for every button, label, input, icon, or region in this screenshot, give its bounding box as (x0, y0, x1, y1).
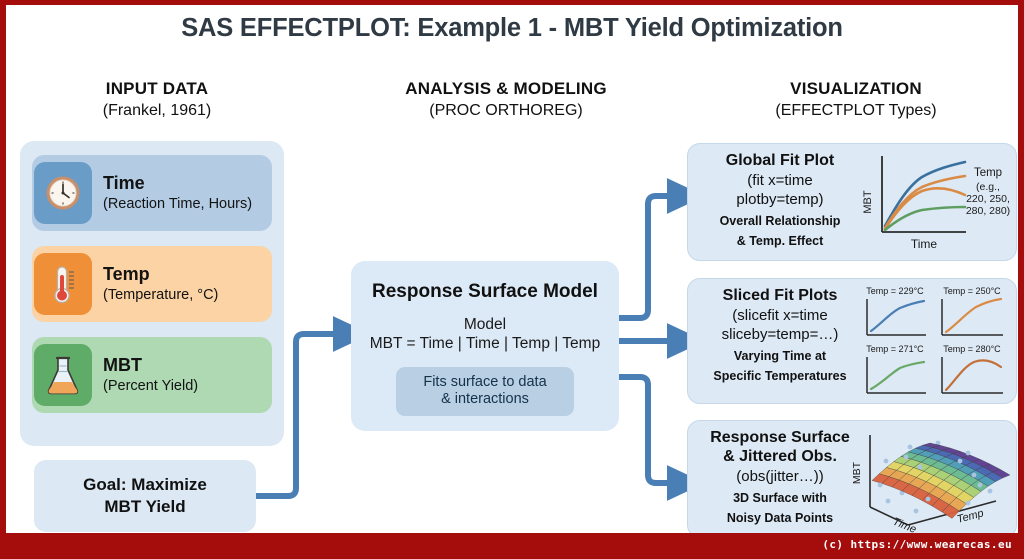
variable-name: Temp (103, 263, 150, 284)
model-formula: Model MBT = Time | Time | Temp | Temp (351, 315, 619, 354)
viz-note-line-2: Noisy Data Points (726, 510, 834, 525)
response-surface-model-box[interactable]: Response Surface Model Model MBT = Time … (351, 261, 619, 431)
viz-note-line-2: Specific Temperatures (713, 368, 847, 383)
viz-note-line-1: Overall Relationship (719, 213, 841, 228)
column-header-sub: (EFFECTPLOT Types) (775, 102, 937, 119)
page-title: SAS EFFECTPLOT: Example 1 - MBT Yield Op… (181, 14, 843, 42)
viz-code-line-2: sliceby=temp=…) (721, 325, 839, 343)
viz-title: Sliced Fit Plots (722, 287, 838, 304)
viz-panel-sliced-fit-plots[interactable]: Sliced Fit Plots (slicefit x=time sliceb… (687, 278, 1017, 404)
viz-note-line-2: & Temp. Effect (736, 233, 824, 248)
variable-card-mbt[interactable]: MBT (Percent Yield) (32, 337, 272, 413)
svg-text:220, 250,: 220, 250, (966, 193, 1010, 205)
goal-box[interactable]: Goal: Maximize MBT Yield (34, 460, 256, 532)
viz-label-group: Sliced Fit Plots (slicefit x=time sliceb… (696, 287, 864, 384)
sliced-panel-label-1: Temp = 229°C (866, 286, 924, 296)
goal-text: Goal: Maximize MBT Yield (83, 474, 207, 518)
model-formula-label: Model (463, 316, 507, 333)
diagram-page: SAS EFFECTPLOT: Example 1 - MBT Yield Op… (6, 5, 1018, 538)
viz-code-line-2: plotby=temp) (736, 190, 824, 208)
svg-text:280, 280): 280, 280) (966, 205, 1010, 217)
viz-label-group: Response Surface & Jittered Obs. (obs(ji… (696, 429, 864, 526)
viz-code-line-1: (slicefit x=time (732, 306, 828, 324)
sliced-panel-label-3: Temp = 271°C (866, 344, 924, 354)
column-header-input-data: INPUT DATA (Frankel, 1961) (30, 79, 284, 120)
bottom-red-bar (0, 533, 1024, 559)
viz-title: Global Fit Plot (725, 152, 835, 169)
column-header-main: INPUT DATA (105, 79, 209, 98)
column-header-sub: (Frankel, 1961) (102, 102, 212, 119)
svg-text:(e.g.,: (e.g., (976, 181, 1000, 193)
variable-description: (Percent Yield) (103, 377, 199, 394)
watermark-text: (c) https://www.wearecas.eu (822, 538, 1012, 551)
column-header-main: ANALYSIS & MODELING (405, 79, 607, 98)
global-fit-chart: MBT Time Temp (e.g., 220, 250, 280, 280) (862, 150, 1010, 261)
goal-line-1: Goal: Maximize (83, 475, 207, 495)
viz-code-line-1: (fit x=time (747, 171, 813, 189)
flask-icon (34, 344, 92, 406)
sliced-fit-chart-grid: Temp = 229°C Temp = 250°C Temp = 271°C (858, 285, 1010, 404)
model-note-line-2: & interactions (441, 391, 529, 408)
model-note-chip: Fits surface to data & interactions (396, 366, 574, 417)
variable-text-mbt: MBT (Percent Yield) (103, 354, 199, 394)
svg-text:Temp: Temp (974, 167, 1002, 179)
viz-label-group: Global Fit Plot (fit x=time plotby=temp)… (696, 152, 864, 249)
column-header-main: VISUALIZATION (790, 79, 922, 98)
column-header-sub: (PROC ORTHOREG) (429, 102, 583, 119)
variable-name: MBT (103, 354, 142, 375)
model-title: Response Surface Model (372, 281, 598, 302)
viz-title: Response Surface (710, 429, 850, 446)
svg-text:Time: Time (911, 237, 938, 251)
model-note-line-1: Fits surface to data (423, 373, 547, 390)
viz-panel-response-surface[interactable]: Response Surface & Jittered Obs. (obs(ji… (687, 420, 1017, 538)
viz-title-line-2: & Jittered Obs. (723, 447, 837, 465)
svg-text:MBT: MBT (851, 461, 863, 484)
variable-card-temp[interactable]: Temp (Temperature, °C) (32, 246, 272, 322)
variable-description: (Reaction Time, Hours) (103, 195, 253, 212)
clock-icon (34, 162, 92, 224)
input-data-panel: Time (Reaction Time, Hours) (20, 141, 284, 446)
column-header-analysis-modeling: ANALYSIS & MODELING (PROC ORTHOREG) (336, 79, 676, 120)
variable-text-temp: Temp (Temperature, °C) (103, 263, 219, 303)
goal-line-2: MBT Yield (104, 497, 186, 516)
viz-note-line-1: Varying Time at (733, 348, 827, 363)
model-formula-expression: MBT = Time | Time | Temp | Temp (369, 335, 601, 353)
variable-card-time[interactable]: Time (Reaction Time, Hours) (32, 155, 272, 231)
response-surface-chart: MBT Time Temp (850, 427, 1011, 540)
variable-text-time: Time (Reaction Time, Hours) (103, 172, 253, 212)
sliced-panel-label-4: Temp = 280°C (943, 344, 1001, 354)
variable-description: (Temperature, °C) (103, 286, 219, 303)
viz-note-line-1: 3D Surface with (733, 490, 827, 505)
sliced-panel-label-2: Temp = 250°C (943, 286, 1001, 296)
svg-text:MBT: MBT (862, 190, 874, 214)
viz-code-line-1: (obs(jitter…)) (736, 467, 824, 485)
viz-panel-global-fit-plot[interactable]: Global Fit Plot (fit x=time plotby=temp)… (687, 143, 1017, 261)
column-header-visualization: VISUALIZATION (EFFECTPLOT Types) (706, 79, 1006, 120)
variable-name: Time (103, 172, 145, 193)
thermometer-icon (34, 253, 92, 315)
